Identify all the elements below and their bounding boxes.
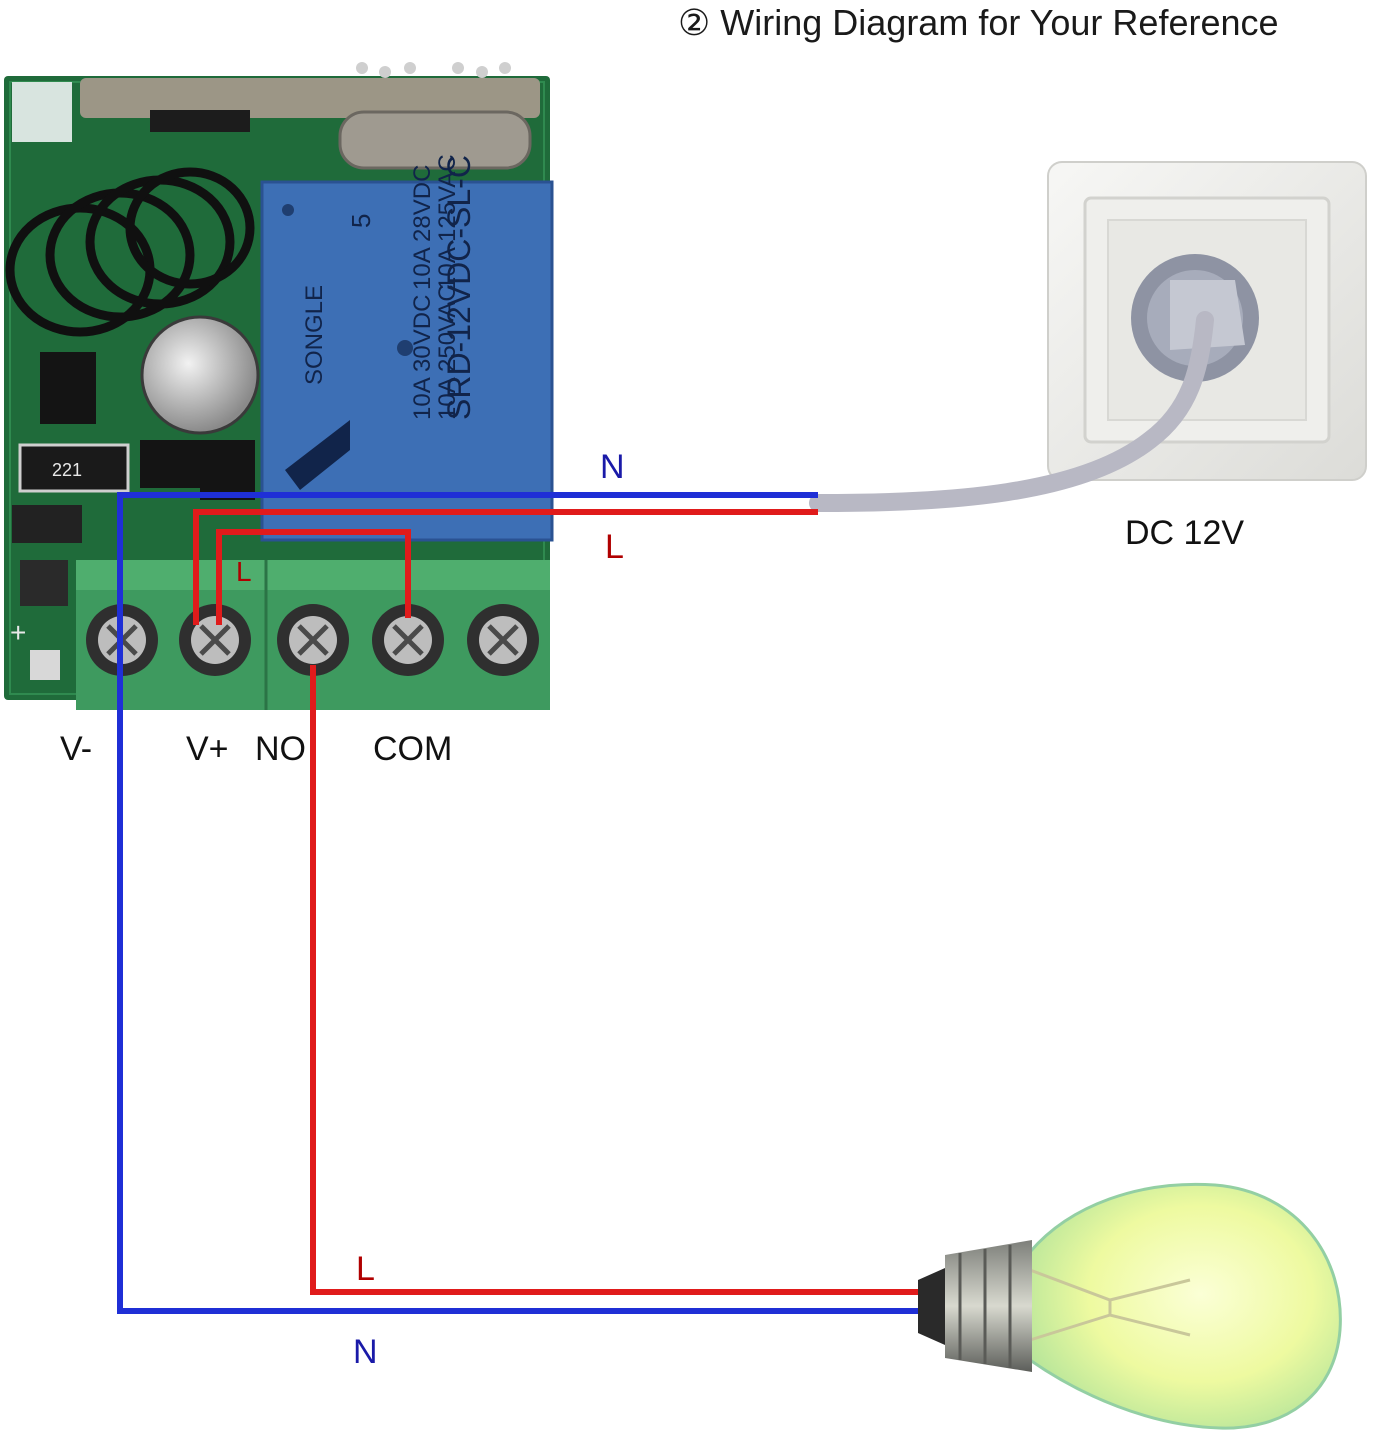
relay-brand: SONGLE [301,285,328,385]
relay-model: SRD-12VDC-SL-C [441,155,477,420]
relay-rating-dc-1: 10A 30VDC [409,295,436,420]
relay-pin: 5 [346,214,376,228]
svg-text:+: + [10,617,26,648]
neutral-wire [117,492,924,1314]
antenna-coil [5,167,255,337]
power-cable [809,311,1214,512]
terminal-block [76,560,550,710]
diagram-title: ② Wiring Diagram for Your Reference [678,2,1279,43]
wire-label-lamp-l: L [356,1250,375,1288]
terminal-label-v-minus: V- [60,730,93,768]
pin-headers [356,62,511,78]
live-wire-supply [193,509,818,625]
bulb-base [945,1240,1032,1372]
crystal [338,110,532,170]
receiver-board: 221 + SRD-12VDC-SL-C 10A 30VDC 10A 28VDC… [4,62,554,710]
resistor-code: 221 [52,460,82,480]
voltage-regulator [40,352,96,424]
wire-label-supply-l: L [605,528,624,566]
live-wire-jumper [216,529,411,625]
terminal-label-no: NO [255,730,306,768]
rf-module [80,78,540,118]
wire-label-lamp-n: N [353,1333,378,1371]
relay-logo-icon [285,420,350,490]
bulb-contact [918,1268,945,1345]
bulb-glass [1028,1182,1342,1430]
terminal-label-com: COM [373,730,453,768]
wiring [117,492,924,1314]
relay-rating-dc-2: 10A 28VDC [409,165,436,290]
switched-live-wire [310,665,924,1295]
terminal-label-v-plus: V+ [186,730,229,768]
wire-label-supply-n: N [600,448,625,486]
relay-rating-ac-1: 10A 250VAC [434,284,461,420]
light-bulb [918,1182,1342,1430]
electrolytic-capacitor [140,315,260,435]
wire-label-board-l: L [236,556,252,587]
relay-rating-ac-2: 10A 125VAC [434,154,461,290]
relay: SRD-12VDC-SL-C 10A 30VDC 10A 28VDC 10A 2… [260,154,554,542]
power-source-label: DC 12V [1125,514,1245,552]
